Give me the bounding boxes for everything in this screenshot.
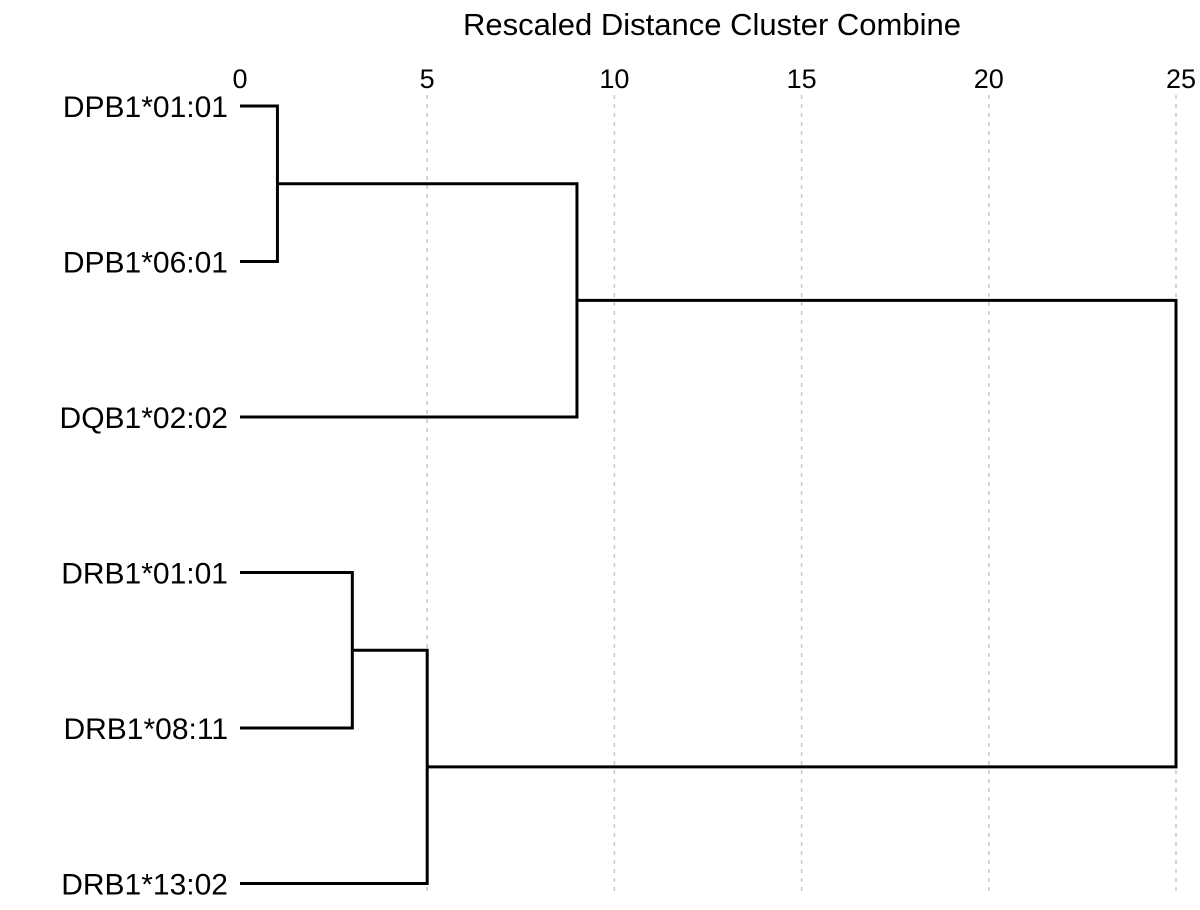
merge-branch-c5 <box>427 298 1178 769</box>
x-tick-label-25: 25 <box>1166 64 1196 94</box>
x-tick-label-15: 15 <box>787 64 817 94</box>
merge-branch-c1 <box>240 104 279 263</box>
chart-title: Rescaled Distance Cluster Combine <box>463 7 961 42</box>
leaf-label-4: DRB1*01:01 <box>61 558 228 591</box>
leaf-label-6: DRB1*13:02 <box>61 869 228 902</box>
x-tick-label-5: 5 <box>420 64 435 94</box>
x-tick-label-20: 20 <box>974 64 1004 94</box>
x-tick-label-0: 0 <box>232 64 247 94</box>
dendrogram-branches <box>240 104 1178 885</box>
leaf-labels: DPB1*01:01DPB1*06:01DQB1*02:02DRB1*01:01… <box>60 91 228 902</box>
x-tick-label-10: 10 <box>599 64 629 94</box>
merge-branch-c4 <box>240 648 429 885</box>
leaf-label-3: DQB1*02:02 <box>60 402 228 435</box>
merge-branch-c2 <box>240 182 579 419</box>
leaf-label-5: DRB1*08:11 <box>63 713 228 746</box>
leaf-label-1: DPB1*01:01 <box>63 91 228 124</box>
x-axis-ticks: 0 5 10 15 20 25 <box>232 64 1196 94</box>
leaf-label-2: DPB1*06:01 <box>63 247 228 280</box>
merge-branch-c3 <box>240 571 354 730</box>
grid-lines <box>426 95 1177 895</box>
